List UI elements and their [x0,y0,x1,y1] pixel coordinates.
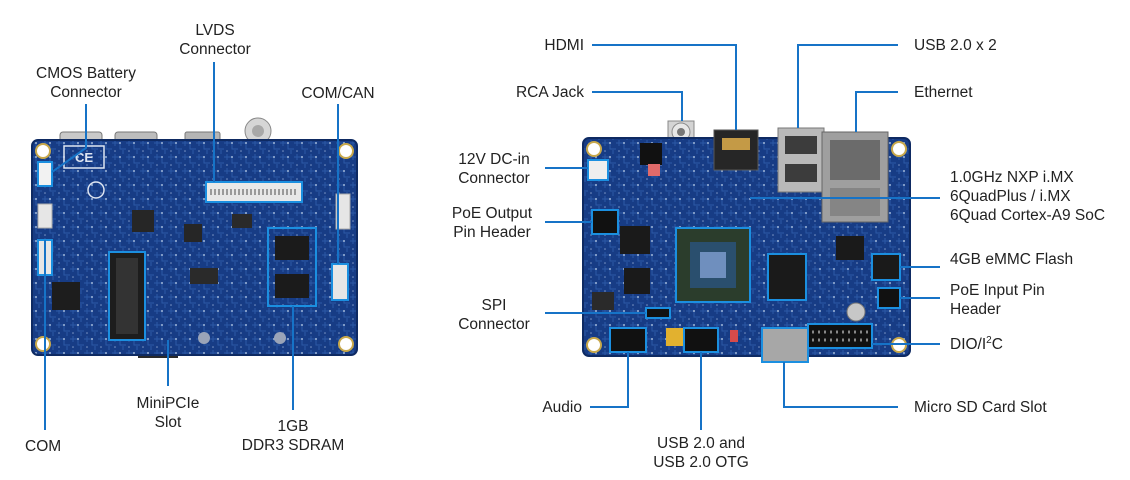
label-rca-jack: RCA Jack [515,84,584,101]
label-emmc-flash: 4GB eMMC Flash [950,251,1074,268]
label-audio: Audio [542,399,582,416]
leader-cmos [51,104,87,173]
leader-ethernet [855,91,898,132]
leader-audio [590,352,629,408]
label-hdmi: HDMI [544,37,584,54]
leader-lines [44,44,940,430]
leader-microsd [783,362,898,408]
leader-rca [592,91,683,121]
label-com-can: COM/CAN [301,85,375,102]
left-board: CE [31,117,358,358]
right-board [582,120,911,363]
leader-hdmi [592,44,737,130]
ce-silkscreen: CE [75,150,93,165]
label-com: COM [25,438,62,455]
leader-usb2x2 [797,44,898,128]
label-dio-i2c: DIO/I2C [950,334,1003,353]
label-micro-sd-card-slot: Micro SD Card Slot [914,399,1047,416]
label-ethernet: Ethernet [914,84,973,101]
label-usb-2-x-2: USB 2.0 x 2 [914,37,997,54]
